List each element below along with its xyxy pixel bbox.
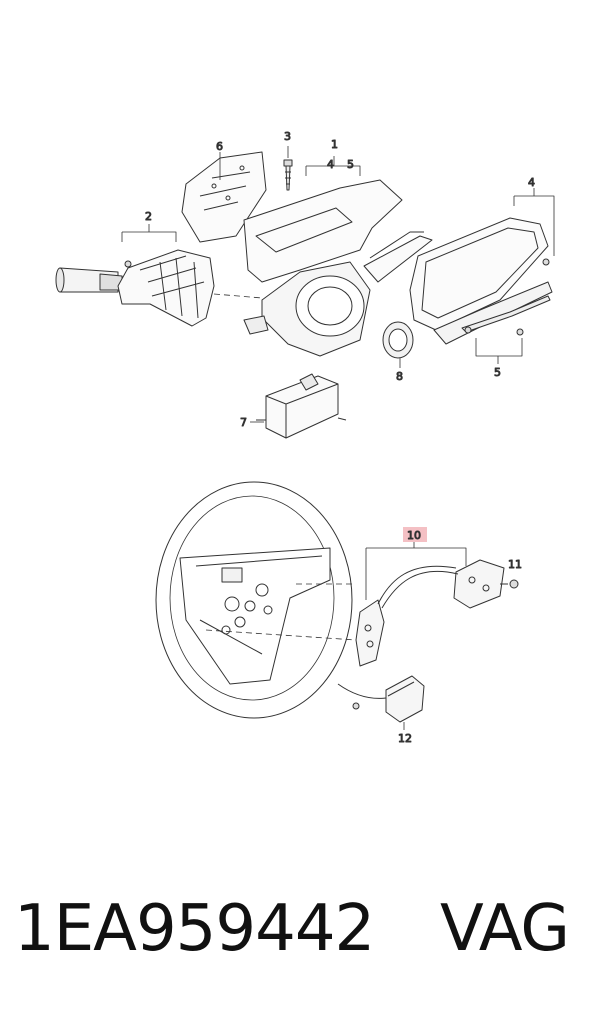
part-8-ring bbox=[382, 321, 414, 359]
part-12-control-module bbox=[337, 675, 425, 723]
part-11-screw bbox=[500, 579, 519, 589]
part-number: 1EA959442 bbox=[14, 892, 375, 966]
part-1-column-switch-housing bbox=[243, 179, 433, 357]
part-2-bracket bbox=[117, 249, 215, 327]
callout-2: 2 bbox=[145, 210, 152, 223]
steering-column-shaft bbox=[55, 267, 123, 293]
leader-line bbox=[513, 188, 555, 256]
leader-line bbox=[121, 224, 177, 242]
axis-line bbox=[205, 629, 357, 641]
callout-6: 6 bbox=[216, 140, 223, 153]
part-5-trim-strip bbox=[461, 295, 551, 336]
part-3-screw bbox=[283, 159, 293, 191]
axis-line bbox=[213, 293, 263, 299]
callout-10-highlight bbox=[403, 527, 427, 542]
leader-line bbox=[365, 540, 467, 600]
brand-name: VAG bbox=[440, 892, 570, 966]
part-10-multifunction-switches bbox=[355, 559, 505, 667]
callout-4-right: 4 bbox=[528, 176, 535, 189]
leader-line bbox=[305, 156, 361, 176]
part-7-control-unit bbox=[256, 373, 347, 439]
exploded-parts-diagram: 3 1 4 5 6 2 4 5 8 7 10 11 12 bbox=[55, 130, 555, 746]
steering-wheel bbox=[155, 481, 353, 719]
callout-5-right: 5 bbox=[494, 366, 501, 379]
callout-1: 1 bbox=[331, 138, 338, 151]
callout-4: 4 bbox=[327, 158, 334, 171]
callout-12: 12 bbox=[398, 732, 412, 745]
leader-line bbox=[475, 338, 523, 364]
callout-11: 11 bbox=[508, 558, 522, 571]
callout-5: 5 bbox=[347, 158, 354, 171]
callout-10: 10 bbox=[407, 529, 421, 542]
callout-8: 8 bbox=[396, 370, 403, 383]
callout-3: 3 bbox=[284, 130, 291, 143]
callout-7: 7 bbox=[240, 416, 247, 429]
